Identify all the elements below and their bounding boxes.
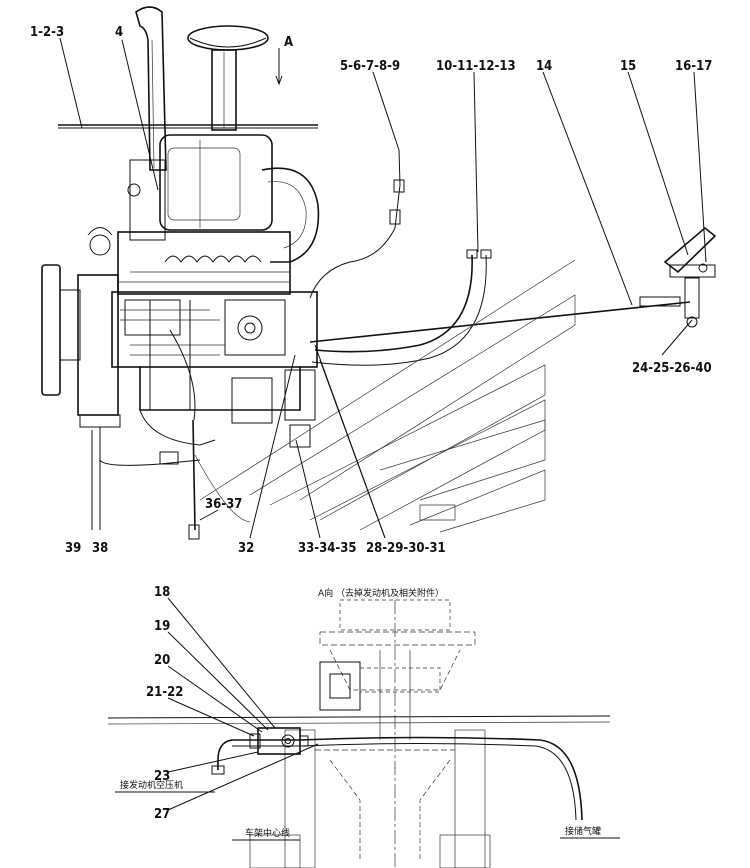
label-38: 38 [92, 541, 108, 556]
label-32: 32 [238, 541, 254, 556]
label-20: 20 [154, 653, 170, 668]
label-16-17: 16-17 [675, 59, 712, 74]
air-line [211, 736, 583, 821]
dipstick [169, 329, 200, 540]
leader-lines [59, 37, 707, 539]
fan-assembly [41, 227, 121, 428]
view-a-caption: A向 （去掉发动机及相关附件） [318, 587, 444, 599]
label-14: 14 [536, 59, 552, 74]
view-a-arrow: A [275, 35, 293, 86]
note-reservoir: 接储气罐 [565, 825, 601, 837]
label-28-31: 28-29-30-31 [366, 541, 446, 556]
label-15: 15 [620, 59, 636, 74]
view-a-leaders [115, 597, 620, 841]
bottom-bracket [99, 409, 216, 466]
valve-block [249, 727, 309, 755]
label-21-22: 21-22 [146, 685, 183, 700]
view-a-label: A [284, 35, 293, 50]
frame-rails [107, 715, 611, 868]
exhaust-stack [135, 6, 167, 171]
label-4: 4 [115, 25, 123, 40]
label-33-35: 33-34-35 [298, 541, 357, 556]
throttle-cable [309, 149, 405, 299]
engine-block [111, 231, 318, 448]
air-filter-housing [127, 134, 320, 263]
label-5-9: 5-6-7-8-9 [340, 59, 400, 74]
hoses [311, 249, 492, 366]
pedal-assembly [309, 226, 717, 343]
engine-side-view: A [30, 6, 717, 556]
label-23: 23 [154, 769, 170, 784]
label-18: 18 [154, 585, 170, 600]
label-27: 27 [154, 807, 170, 822]
label-19: 19 [154, 619, 170, 634]
label-1-2-3: 1-2-3 [30, 25, 64, 40]
air-intake-cap [187, 25, 269, 131]
note-frame-center: 车架中心线 [245, 827, 290, 839]
label-36-37: 36-37 [205, 497, 242, 512]
top-rod [58, 124, 318, 129]
cab-floor-outline [194, 259, 576, 533]
label-24-40: 24-25-26-40 [632, 361, 712, 376]
view-a-section: A向 （去掉发动机及相关附件） [107, 585, 620, 868]
label-39: 39 [65, 541, 81, 556]
note-compressor: 接发动机空压机 [120, 779, 183, 791]
housing-top [319, 599, 476, 868]
label-10-13: 10-11-12-13 [436, 59, 516, 74]
center-component [319, 650, 441, 740]
